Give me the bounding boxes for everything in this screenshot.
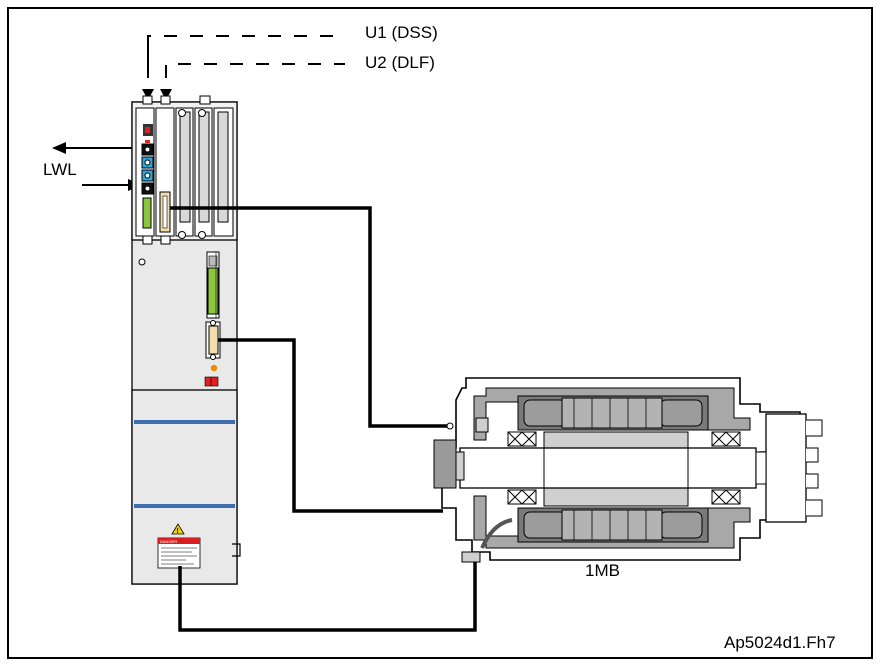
label-u1: U1 (DSS) [365, 23, 438, 42]
svg-text:!: ! [177, 528, 179, 535]
green-connector-x [207, 267, 219, 315]
diagram-frame [7, 7, 873, 659]
status-led [145, 140, 150, 143]
drive-controller: DANGER ! [131, 95, 241, 585]
green-connector-u1 [142, 197, 152, 229]
blue-stripe-top [134, 420, 235, 424]
signal-line-u1 [147, 35, 345, 78]
arrow-u2 [160, 89, 172, 100]
feedback-connector [475, 417, 489, 433]
motor-1mb [433, 377, 823, 563]
cable-feedback-u2 [170, 206, 448, 428]
warning-label: DANGER [157, 537, 201, 569]
cables [170, 206, 477, 632]
arrow-u1 [142, 89, 154, 100]
label-u2: U2 (DLF) [365, 53, 435, 72]
warning-triangle-icon [171, 523, 185, 535]
fiber-optic-ports [141, 143, 154, 195]
screws [138, 109, 206, 266]
bearings [507, 431, 741, 505]
figure-id: Ap5024d1.Fh7 [724, 633, 836, 652]
blue-stripe-bottom [134, 504, 235, 508]
power-connector [461, 551, 481, 563]
label-motor: 1MB [585, 561, 620, 580]
cable-sensor-x [218, 338, 443, 513]
signal-line-u2 [165, 63, 345, 78]
encoder [433, 439, 457, 489]
lwl-out-arrow [52, 142, 136, 154]
warning-heading: DANGER [160, 539, 177, 544]
orange-led [210, 364, 218, 372]
red-terminal [204, 376, 219, 387]
label-lwl: LWL [43, 160, 77, 179]
cable-power [178, 562, 477, 632]
dsub-connector-x [208, 325, 219, 355]
